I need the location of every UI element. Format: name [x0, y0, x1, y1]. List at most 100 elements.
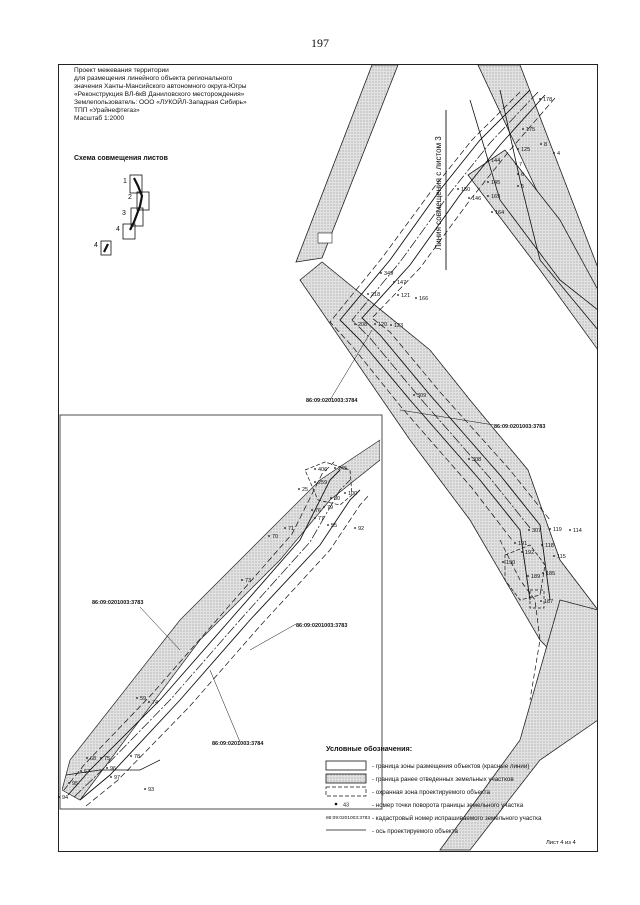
point-number-label: 118	[545, 543, 554, 549]
legend-symbol-hatched	[325, 773, 367, 784]
leader-line	[249, 623, 297, 651]
point-number-label: 92	[358, 526, 364, 532]
point-marker	[468, 197, 470, 199]
point-marker	[521, 551, 523, 553]
point-number-label: 93	[148, 787, 154, 793]
point-marker	[284, 527, 286, 529]
scheme-number-1: 1	[123, 178, 127, 185]
point-number-label: 96	[110, 766, 116, 772]
point-marker	[344, 492, 346, 494]
point-marker	[487, 181, 489, 183]
point-number-label: 25	[302, 487, 308, 493]
point-number-label: 97	[114, 775, 120, 781]
point-number-label: 100	[348, 491, 357, 497]
security-zone-a	[329, 91, 521, 541]
point-marker	[517, 185, 519, 187]
title-line: ТПП «Урайнефтегаз»	[74, 107, 140, 114]
legend: Условные обозначения: - граница зоны раз…	[326, 744, 596, 835]
legend-text: - граница зоны размещения объектов (крас…	[372, 763, 530, 770]
point-number-label: 76	[315, 508, 321, 514]
point-number-label: 71	[288, 526, 294, 532]
inset-allotted-parcel	[62, 439, 380, 801]
point-marker	[68, 782, 70, 784]
point-marker	[393, 281, 395, 283]
scheme-number-4: 4	[116, 226, 120, 233]
title-line: «Реконструкция ВЛ-6кВ Даниловского место…	[74, 91, 245, 98]
legend-symbol-cad: 86:09:0201003:3783	[326, 815, 370, 821]
inset-end-link	[65, 759, 161, 776]
point-number-label: 77	[318, 516, 324, 522]
point-marker	[487, 159, 489, 161]
point-number-label: 119	[553, 527, 562, 533]
scheme-sheet-4b	[100, 240, 112, 256]
point-marker	[86, 757, 88, 759]
point-number-label: 349	[384, 271, 393, 277]
red-line-boundary-b	[361, 94, 551, 601]
point-marker	[468, 458, 470, 460]
branch-boundary-2	[469, 99, 597, 310]
point-number-label: 75	[104, 756, 110, 762]
security-zone-b	[371, 97, 556, 521]
point-number-label: 307	[532, 528, 541, 534]
point-number-label: 245	[338, 466, 347, 472]
point-number-label: 115	[557, 554, 566, 560]
point-number-label: 79	[327, 505, 333, 511]
alignment-line-label: Линия совмещения с листом 3	[434, 136, 443, 250]
point-marker	[374, 323, 376, 325]
point-number-label: 175	[526, 127, 535, 133]
title-line: для размещения линейного объекта региона…	[74, 75, 233, 82]
legend-row: - кадастровый номер испрашиваемого земел…	[326, 814, 596, 826]
scheme-number-2: 2	[128, 194, 132, 201]
point-number-label: 309	[417, 393, 426, 399]
point-number-label: 189	[531, 574, 540, 580]
cadastral-label-inset-3783-left: 86:09:0201003:3783	[92, 600, 143, 606]
allotted-parcel-north	[295, 65, 399, 263]
point-number-label: 125	[521, 147, 530, 153]
point-marker	[515, 163, 517, 165]
title-block: Проект межевания территории для размещен…	[74, 67, 247, 123]
point-marker	[144, 788, 146, 790]
point-marker	[314, 481, 316, 483]
point-number-label: 185	[546, 571, 555, 577]
legend-row: - номер точки поворота границы земельног…	[326, 801, 596, 813]
point-marker	[314, 468, 316, 470]
map-sheet-frame	[58, 64, 598, 852]
point-marker	[148, 701, 150, 703]
point-number-label: 123	[394, 323, 403, 329]
inset-pad	[304, 461, 353, 506]
point-number-label: 74	[152, 700, 158, 706]
legend-symbol-dot	[334, 802, 338, 806]
point-marker	[491, 211, 493, 213]
south-tail	[499, 539, 541, 701]
legend-text: - охранная зона проектируемого объекта	[372, 789, 490, 796]
cadastral-label-main-3783: 86:09:0201003:3783	[494, 424, 545, 430]
legend-row: - граница зоны размещения объектов (крас…	[326, 762, 596, 774]
point-marker	[330, 497, 332, 499]
legend-row: - ось проектируемого объекта	[326, 827, 596, 839]
point-number-label: 146	[472, 196, 481, 202]
point-number-label: 144	[491, 158, 500, 164]
point-marker	[549, 528, 551, 530]
point-marker	[553, 555, 555, 557]
point-number-label: 7	[519, 162, 522, 168]
point-number-label: 68	[90, 756, 96, 762]
point-number-label: 187	[544, 599, 553, 605]
point-number-label: 6	[521, 172, 524, 178]
title-line: Землепользователь: ООО «ЛУКОЙЛ-Западная …	[74, 99, 247, 106]
point-number-label: 191	[518, 541, 527, 547]
point-marker	[136, 697, 138, 699]
point-number-label: 114	[573, 528, 582, 534]
inset-security-a	[63, 461, 335, 791]
point-number-label: 59	[140, 696, 146, 702]
inset-red-line-b	[79, 489, 361, 801]
scheme-number-4b: 4	[94, 242, 98, 249]
inset-red-line-a	[67, 469, 341, 796]
legend-row: - охранная зона проектируемого объекта	[326, 788, 596, 800]
point-marker	[487, 195, 489, 197]
point-marker	[502, 561, 504, 563]
point-marker	[58, 796, 60, 798]
point-marker	[314, 517, 316, 519]
inset-axis	[73, 479, 351, 798]
scheme-sheet-4	[122, 223, 136, 240]
